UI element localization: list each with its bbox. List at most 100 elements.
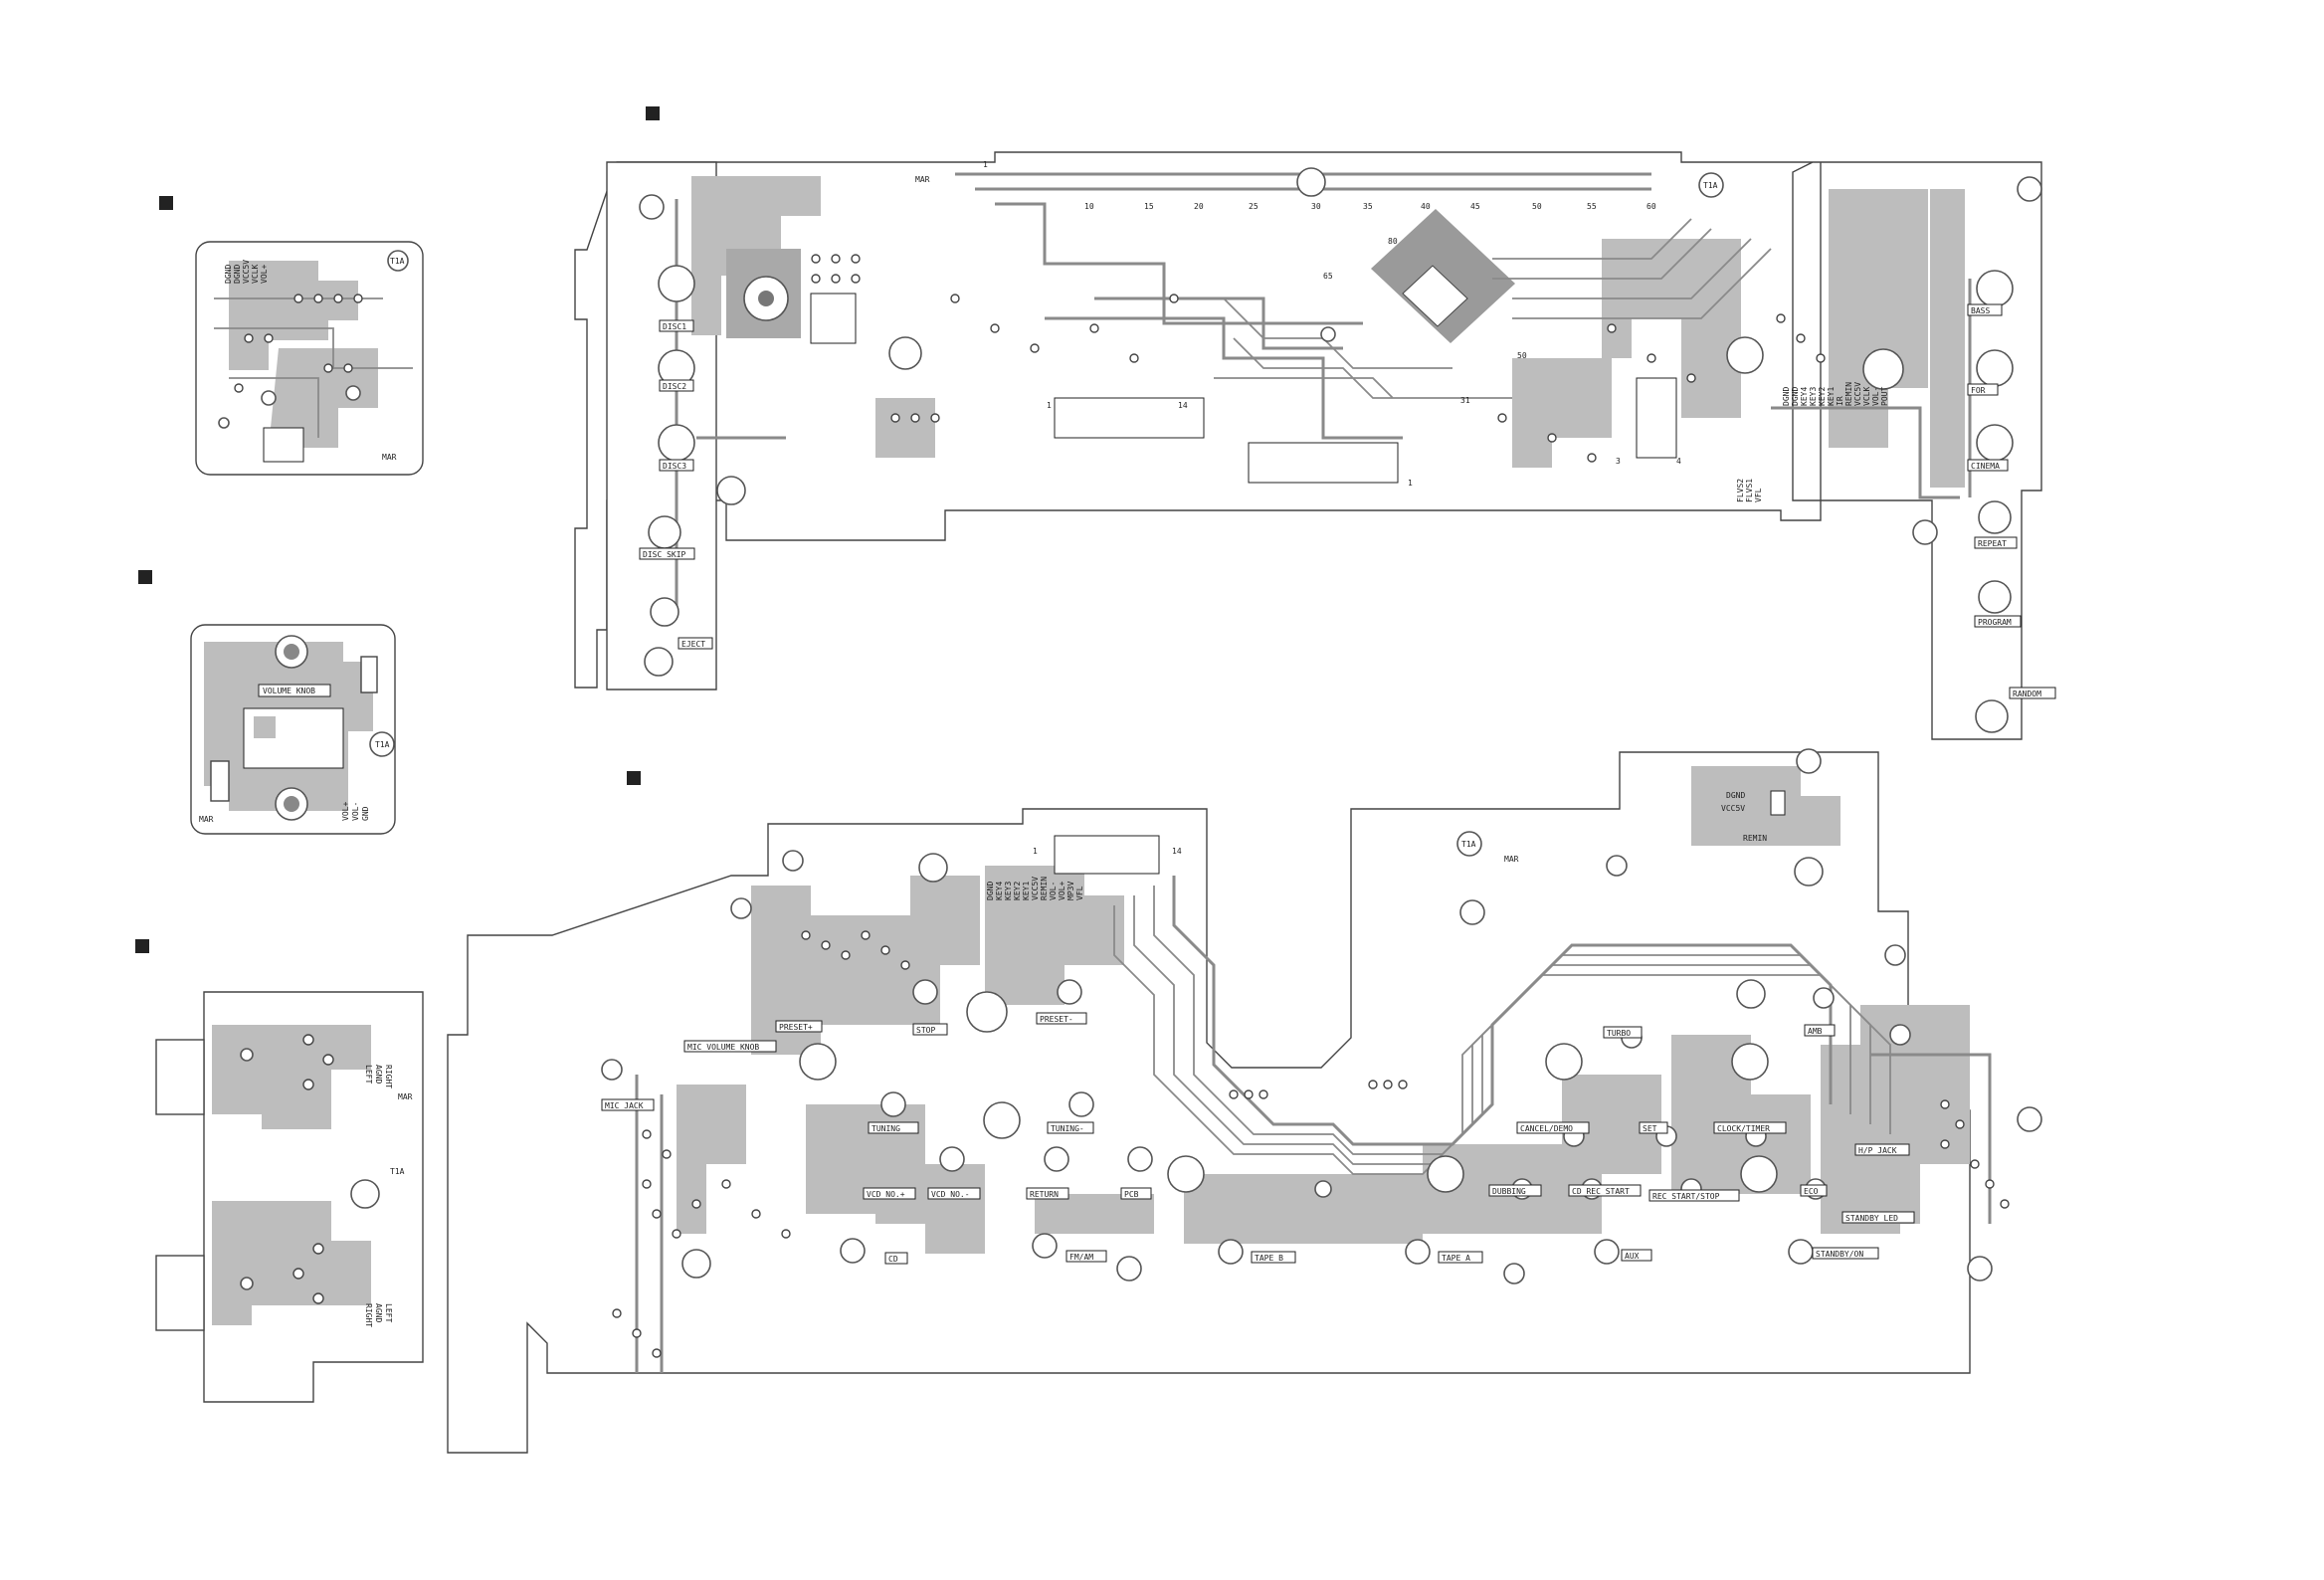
pin-label: VOL-: [351, 802, 360, 821]
pin-label: VCC5V: [1031, 877, 1040, 900]
pin-label: VFL: [1075, 886, 1084, 900]
pin-label: FLVS2: [1736, 479, 1745, 502]
button-label-fm-am: FM/AM: [1069, 1253, 1093, 1262]
small-key-board: T1A MAR DGND DGND VCC5V VCLK VOL+: [195, 241, 424, 476]
pin-label: DGND: [986, 882, 995, 900]
chip-pins: 80 65 50 31 1: [1323, 237, 1527, 488]
top-pin-header: DGND DGND KEY4 KEY3 KEY2 KEY1 IR REMIN V…: [1782, 382, 1889, 406]
pin-label: REMIN: [1743, 834, 1767, 843]
pin-label: DGND: [233, 265, 242, 284]
section-marker: [138, 570, 152, 584]
pin-label: KEY4: [1800, 387, 1809, 406]
button-label-dubbing: DUBBING: [1492, 1187, 1526, 1196]
mark-mar: MAR: [199, 815, 214, 824]
button-label-pcb: PCB: [1124, 1190, 1139, 1199]
button-label-mic-volume-knob: MIC VOLUME KNOB: [687, 1043, 759, 1052]
pin-number: 55: [1587, 202, 1597, 211]
pin-number: 60: [1646, 202, 1656, 211]
pin-label: LEFT: [384, 1303, 393, 1322]
section-marker: [627, 771, 641, 785]
pin-number: 50: [1517, 351, 1527, 360]
pin-number: 14: [1172, 847, 1182, 856]
button-label-program: PROGRAM: [1978, 618, 2012, 627]
button-label-cd: CD: [888, 1255, 898, 1264]
pin-label: MP3V: [1066, 882, 1075, 900]
button-label-for: FOR: [1971, 386, 1986, 395]
pin-label: KEY3: [1809, 387, 1818, 406]
display-main-board: 1 10 15 20 25 30 35 40 45 50 55 60 80 65…: [574, 151, 2056, 740]
bottom-pin-header: DGND KEY4 KEY3 KEY2 KEY1 VCC5V REMIN VOL…: [986, 877, 1084, 900]
button-label-preset-plus: PRESET+: [779, 1023, 813, 1032]
mark-t1a: T1A: [390, 257, 405, 266]
pin-label: VCC5V: [1721, 804, 1745, 813]
button-label-set: SET: [1643, 1124, 1657, 1133]
button-label-disc3: DISC3: [663, 462, 686, 471]
button-label-disc2: DISC2: [663, 382, 686, 391]
button-label-mic-jack: MIC JACK: [605, 1101, 644, 1110]
pad-field: [811, 254, 1826, 463]
button-label-rec-start-stop: REC START/STOP: [1652, 1192, 1720, 1201]
mark-t1a: T1A: [375, 740, 390, 749]
mark-t1a: T1A: [390, 1167, 405, 1176]
audio-jack-board: T1A MAR RIGHT AGND LEFT LEFT AGND RIGHT: [155, 991, 424, 1403]
pin-number: 1: [1408, 479, 1413, 488]
button-label-disc1: DISC1: [663, 322, 686, 331]
pin-label: KEY2: [1818, 387, 1827, 406]
button-label-eco: ECO: [1804, 1187, 1819, 1196]
front-panel-board: DGND KEY4 KEY3 KEY2 KEY1 VCC5V REMIN VOL…: [447, 748, 2042, 1454]
pin-label: REMIN: [1844, 382, 1853, 406]
button-label-vcd-no-minus: VCD NO.-: [931, 1190, 970, 1199]
section-marker: [646, 106, 660, 120]
left-buttons: DISC1 DISC2 DISC3 DISC SKIP EJECT: [639, 319, 713, 650]
mark-mar: MAR: [398, 1092, 413, 1101]
pin-label: VOL+: [260, 265, 269, 284]
pin-label: POUT: [1880, 387, 1889, 406]
button-label-amb: AMB: [1808, 1027, 1823, 1036]
button-label-eject: EJECT: [681, 640, 705, 649]
pin-label: KEY2: [1013, 882, 1022, 900]
remote-pins: DGND VCC5V REMIN: [1721, 791, 1767, 843]
top-connector-pins: 1 10 15 20 25 30 35 40 45 50 55 60: [983, 160, 1656, 211]
pin-number: 3: [1616, 457, 1621, 466]
pin-number: 1: [983, 160, 988, 169]
pin-number: 31: [1460, 396, 1470, 405]
pin-label: VFL: [1754, 488, 1763, 502]
button-label-turbo: TURBO: [1607, 1029, 1631, 1038]
mark-mar: MAR: [382, 453, 397, 462]
button-label-tuning-minus: TUNING-: [1051, 1124, 1084, 1133]
button-label-disc-skip: DISC SKIP: [643, 550, 686, 559]
pin-label: VCC5V: [1853, 382, 1862, 406]
pin-label: KEY1: [1827, 387, 1836, 406]
pin-label: KEY4: [995, 882, 1004, 900]
pin-label: VOL-: [1871, 387, 1880, 406]
pin-label: RIGHT: [384, 1065, 393, 1088]
pin-label: IR: [1836, 396, 1844, 406]
pin-number: 10: [1084, 202, 1094, 211]
pin-number: 1: [1033, 847, 1038, 856]
fl-pin-header: FLVS2 FLVS1 VFL: [1736, 479, 1763, 502]
section-marker: [159, 196, 173, 210]
pin-label: LEFT: [364, 1065, 373, 1084]
pin-label: VOL+: [1058, 882, 1066, 900]
pin-number: 35: [1363, 202, 1373, 211]
volume-board: VOLUME KNOB T1A MAR VOL+ VOL- GND: [190, 624, 396, 835]
front-buttons: MIC VOLUME KNOB PRESET+ STOP PRESET- MIC…: [601, 1012, 1915, 1265]
button-pads: [840, 979, 1835, 1265]
pin-label: AGND: [374, 1065, 383, 1084]
button-label-standby-led: STANDBY LED: [1845, 1214, 1898, 1223]
pin-number: 30: [1311, 202, 1321, 211]
button-label-standby-on: STANDBY/ON: [1816, 1250, 1863, 1259]
button-label-cd-rec-start: CD REC START: [1572, 1187, 1630, 1196]
pin-label: REMIN: [1040, 877, 1049, 900]
pin-label: KEY1: [1022, 882, 1031, 900]
pad-field: [612, 930, 2010, 1358]
pin-number: 15: [1144, 202, 1154, 211]
button-label-cinema: CINEMA: [1971, 462, 2000, 471]
button-label-return: RETURN: [1030, 1190, 1059, 1199]
button-label-repeat: REPEAT: [1978, 539, 2007, 548]
button-label-aux: AUX: [1625, 1252, 1640, 1261]
pin-label: VCLK: [1862, 387, 1871, 406]
pin-number: 25: [1249, 202, 1259, 211]
pin-number: 50: [1532, 202, 1542, 211]
